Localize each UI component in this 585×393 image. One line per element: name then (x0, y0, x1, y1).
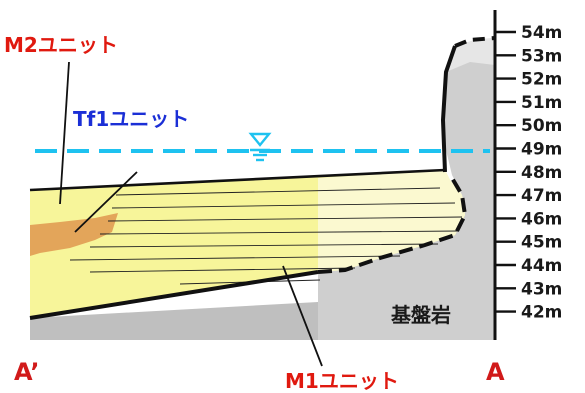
base-boundary-dashed (317, 176, 468, 274)
section-label-left: A’ (14, 358, 40, 386)
m1-unit-label: M1ユニット (285, 369, 399, 393)
bedrock-label: 基盤岩 (391, 303, 451, 327)
tf1-pointer-line (74, 171, 138, 233)
elevation-tick-label: 49m (521, 140, 562, 160)
elevation-tick-label: 45m (521, 233, 562, 253)
elevation-tick-label: 51m (521, 93, 562, 113)
tf1-lens (30, 213, 118, 256)
elevation-tick-label: 53m (521, 46, 562, 66)
elevation-tick-label: 48m (521, 163, 562, 183)
section-label-right: A (486, 358, 505, 386)
elevation-tick-label: 44m (521, 256, 562, 276)
sediment-top-line (29, 168, 446, 192)
cliff-outline-dashed (454, 36, 496, 48)
m2-pointer-line (59, 61, 70, 205)
elevation-tick-label: 52m (521, 70, 562, 90)
elevation-tick-label: 46m (521, 209, 562, 229)
tf1-unit-label: Tf1ユニット (73, 107, 189, 131)
bedding-lines (69, 187, 463, 285)
elevation-tick-label: 47m (521, 186, 562, 206)
base-boundary-solid (29, 270, 319, 320)
elevation-tick-label: 43m (521, 279, 562, 299)
elevation-tick-label: 50m (521, 116, 562, 136)
water-level-icon (248, 132, 272, 162)
elevation-tick-label: 54m (521, 23, 562, 43)
m1-pointer-line (282, 265, 323, 367)
elevation-tick-label: 42m (521, 303, 562, 323)
sediment-body-light (318, 170, 465, 272)
cliff-outline-solid (440, 45, 457, 173)
m2-unit-label: M2ユニット (4, 33, 118, 57)
elevation-ticks: 54m 53m 52m 51m 50m 49m 48m 47m 46m 45m 44m 43m 42m (495, 23, 562, 323)
